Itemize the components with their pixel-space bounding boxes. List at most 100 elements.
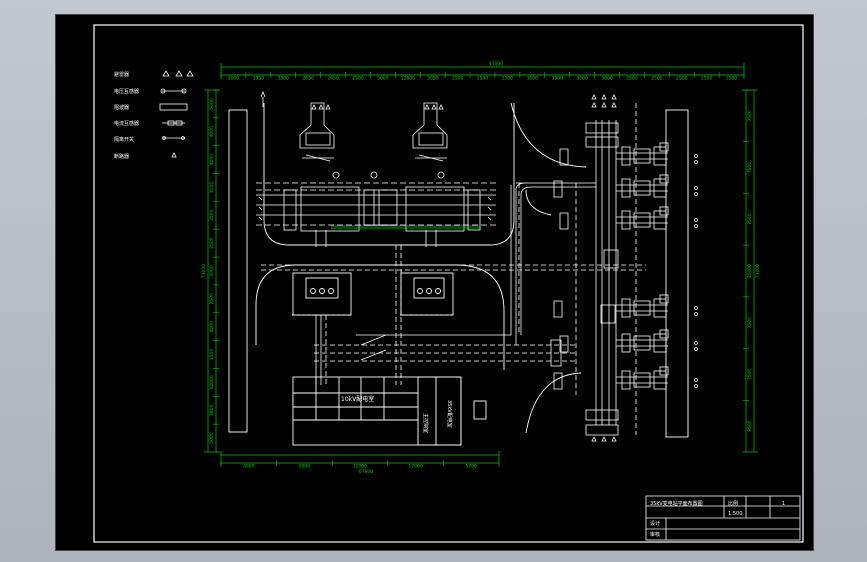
- transformer-1: [292, 272, 352, 316]
- building-label-2: 主控制室: [422, 413, 429, 433]
- bottom-total-label: 67800: [359, 469, 373, 475]
- voltage-transformer-legend-icon: [160, 88, 187, 94]
- drawing-sheet: 避雷器电压互感器阻波器电流互感器隔离开关断路器: [55, 14, 814, 551]
- bay-2: [412, 102, 448, 162]
- cable-trenches: [261, 103, 646, 435]
- title-block-row2: 审核: [650, 531, 660, 538]
- legend: [159, 70, 194, 158]
- surge-arrester-legend-icon: [162, 70, 194, 77]
- left-building: [228, 109, 248, 433]
- left-dim-label: 5000: [209, 432, 215, 444]
- left-dim-label: 3000: [209, 182, 215, 194]
- title-block-sheet: 1: [782, 501, 785, 507]
- top-dim-label: 3000: [527, 76, 539, 82]
- left-dim-label: 2500: [209, 209, 215, 221]
- top-dim-label: 2500: [701, 76, 713, 82]
- right-dim-label: 3500: [747, 420, 753, 432]
- transformer-2: [400, 272, 454, 316]
- top-dim-label: 3800: [278, 76, 290, 82]
- top-dim-label: 2500: [651, 76, 663, 82]
- top-dim-label: 3500: [726, 76, 738, 82]
- title-block-scale-label: 比例: [728, 500, 738, 507]
- left-dim-label: 12000: [209, 375, 215, 389]
- top-dim-label: 12600: [401, 76, 415, 82]
- right-dim-label: 3500: [747, 110, 753, 122]
- left-dim-label: 5000: [209, 98, 215, 110]
- left-dim-label: 2500: [209, 293, 215, 305]
- drawing-frame: [93, 24, 804, 543]
- control-building: [292, 376, 462, 446]
- top-dim-label: 2500: [452, 76, 464, 82]
- top-dim-label: 2500: [352, 76, 364, 82]
- top-dim-label: 3000: [601, 76, 613, 82]
- main-transformers: [292, 272, 454, 316]
- legend-label: 断路器: [114, 153, 129, 160]
- title-block-row1: 设计: [650, 520, 660, 527]
- bay-1: [299, 102, 335, 162]
- right-dim-label: 7500: [747, 213, 753, 225]
- right-dim-label: 7500: [747, 162, 753, 174]
- bottom-dim-label: 5700: [465, 464, 477, 470]
- left-dim-label: 3000: [209, 265, 215, 277]
- bottom-dim-label: 5000: [299, 464, 311, 470]
- feeder-bay: [559, 142, 698, 166]
- bottom-arrester-group: [585, 409, 619, 442]
- bottom-dim-label: 17000: [408, 464, 422, 470]
- top-dim-label: 2650: [327, 76, 339, 82]
- top-dim-label: 5000: [377, 76, 389, 82]
- left-dim-label: 3500: [209, 349, 215, 361]
- cable-runs: [315, 182, 596, 385]
- top-dim-label: 2500: [626, 76, 638, 82]
- incoming-bays: [260, 90, 448, 162]
- right-dim-label: 7500: [747, 317, 753, 329]
- drawing-title: 35kV变电站平面布置图: [650, 500, 703, 507]
- legend-label: 阻波器: [114, 104, 129, 111]
- feeder-bay: [559, 206, 698, 230]
- title-block-scale: 1:500: [728, 511, 742, 517]
- top-dim-label: 3050: [253, 76, 265, 82]
- road-curve-ne: [525, 189, 552, 216]
- left-dim-label: 2500: [209, 237, 215, 249]
- legend-label: 电流互感器: [114, 120, 139, 127]
- title-block: [645, 495, 801, 541]
- disconnector-legend-icon: [162, 136, 185, 140]
- right-total-label: 71000: [755, 264, 761, 278]
- feeder-bay: [559, 329, 698, 353]
- feeder-bay: [553, 174, 698, 198]
- outgoing-bays: [585, 94, 619, 442]
- top-total-label: 41000: [489, 61, 503, 67]
- top-dim-label: 3050: [427, 76, 439, 82]
- bottom-dim-label: 12000: [353, 464, 367, 470]
- right-dim-label: 15000: [747, 264, 753, 278]
- wave-trap-legend-icon: [159, 103, 188, 111]
- bus-area: [256, 171, 496, 247]
- gate: [473, 400, 487, 420]
- right-dim-label: 7500: [747, 369, 753, 381]
- building-label-1: 10kV配电室: [341, 395, 374, 403]
- top-dim-label: 3600: [576, 76, 588, 82]
- legend-label: 电压互感器: [114, 88, 139, 95]
- top-dim-label: 3000: [228, 76, 240, 82]
- left-dim-label: 4000: [209, 126, 215, 138]
- right-building: [665, 109, 689, 438]
- legend-label: 隔离开关: [114, 136, 134, 143]
- bus-green-stripe: [331, 225, 481, 229]
- top-dim-label: 3800: [551, 76, 563, 82]
- road-north: [263, 103, 515, 246]
- feeder-bay: [553, 366, 698, 390]
- legend-label: 避雷器: [114, 71, 129, 78]
- left-dim-label: 4000: [209, 154, 215, 166]
- top-dim-label: 2500: [477, 76, 489, 82]
- top-arrester-group: [585, 94, 619, 148]
- left-total-label: 71000: [201, 264, 207, 278]
- bottom-dim-label: 4900: [243, 464, 255, 470]
- dimension-lines: [204, 63, 758, 467]
- breaker-legend-icon: [171, 152, 177, 158]
- top-dim-label: 2650: [302, 76, 314, 82]
- building-label-3: 35kV配电室: [446, 400, 453, 428]
- feeder-bay: [553, 294, 698, 318]
- current-transformer-legend-icon: [162, 120, 185, 126]
- top-dim-label: 2500: [676, 76, 688, 82]
